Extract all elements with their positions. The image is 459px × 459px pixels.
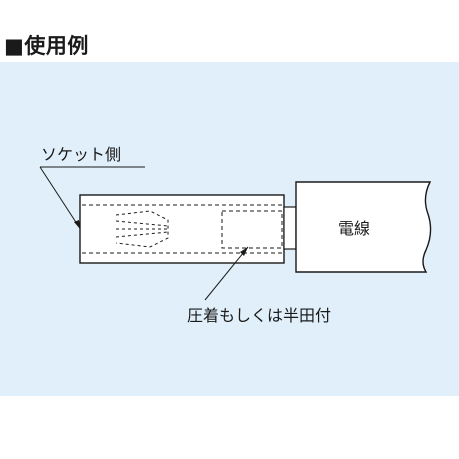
crimp-barrel xyxy=(221,210,283,249)
socket-leader-arrowhead xyxy=(74,220,81,230)
contact-spring-slot-1 xyxy=(115,220,169,227)
crimp-solder-label: 圧着もしくは半田付 xyxy=(187,306,331,325)
wire-insulation xyxy=(295,181,432,273)
crimp-leader-line xyxy=(204,246,249,301)
page-title: ■使用例 xyxy=(4,34,89,58)
socket-body xyxy=(79,194,285,264)
wire-core xyxy=(283,206,297,250)
contact-spring xyxy=(115,210,169,248)
wire-label: 電線 xyxy=(338,219,370,238)
contact-spring-slot-3 xyxy=(115,231,169,238)
socket-side-label: ソケット側 xyxy=(41,145,121,164)
socket-leader-line xyxy=(39,166,82,231)
crimp-leader-arrowhead xyxy=(240,247,248,256)
